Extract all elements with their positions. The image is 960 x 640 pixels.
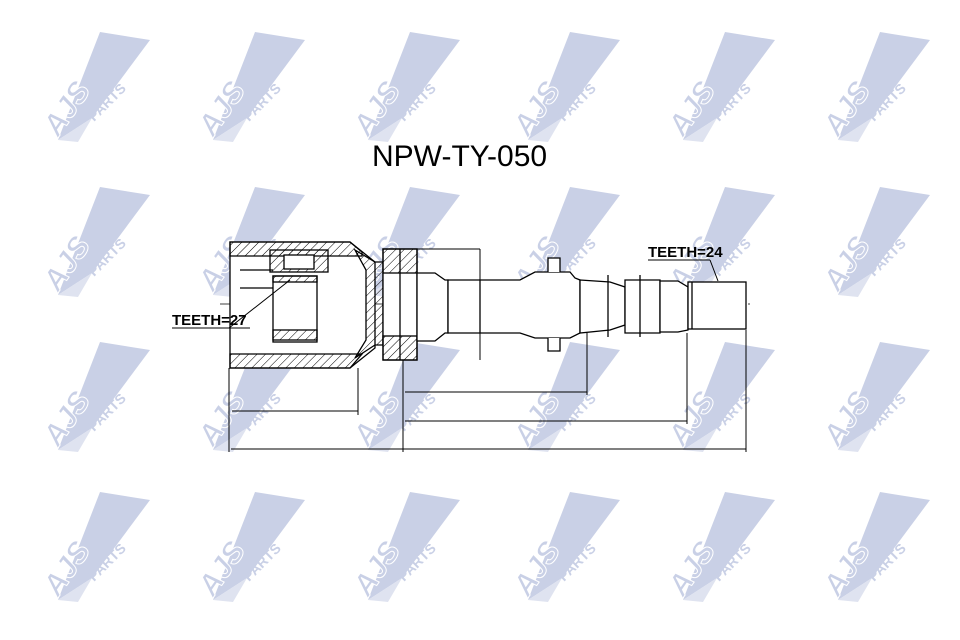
part-number-title: NPW-TY-050 xyxy=(372,140,548,173)
shaft xyxy=(416,257,747,352)
tripod-housing xyxy=(229,241,384,369)
teeth-outer-label: TEETH=24 xyxy=(648,244,723,261)
bearing-ring xyxy=(382,248,418,361)
dimension-lines xyxy=(228,248,747,452)
teeth-inner-label: TEETH=27 xyxy=(172,312,247,329)
